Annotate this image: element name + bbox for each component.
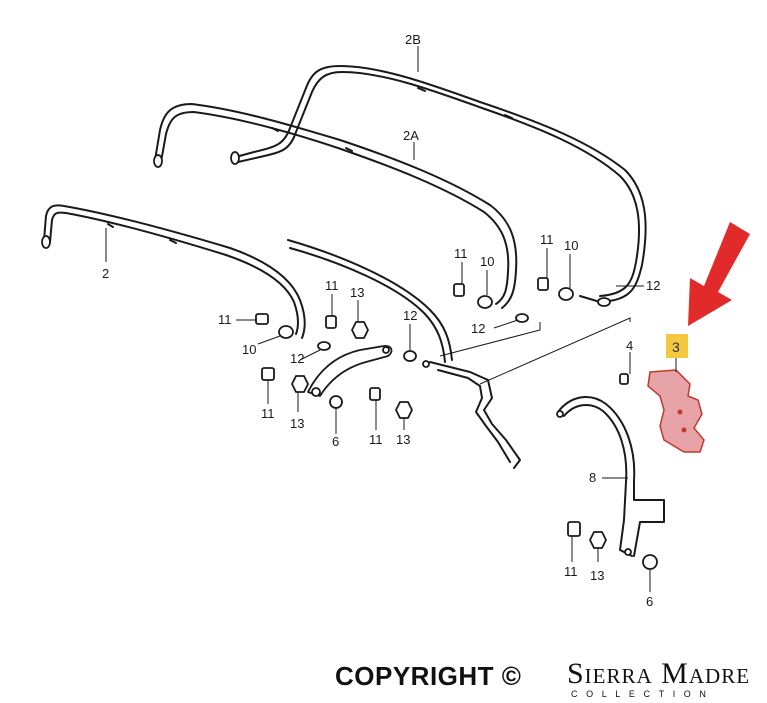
callout-11: 11 <box>218 312 232 327</box>
bow-rear <box>230 65 647 303</box>
callout-4: 4 <box>626 338 633 353</box>
callout-12: 12 <box>646 278 660 293</box>
callout-2: 2 <box>102 266 109 281</box>
bow-front <box>41 204 306 339</box>
callout-11: 11 <box>454 246 468 261</box>
bracket-8 <box>556 396 665 557</box>
callout-10: 10 <box>480 254 494 269</box>
highlighted-part-3 <box>647 369 705 453</box>
brand-logo-text: Sierra Madre <box>567 657 751 690</box>
callout-11: 11 <box>369 432 383 447</box>
callout-8: 8 <box>589 470 596 485</box>
callout-12: 12 <box>290 351 304 366</box>
callout-10: 10 <box>564 238 578 253</box>
linkage-frame <box>287 239 521 469</box>
callout-11: 11 <box>540 232 554 247</box>
callout-10: 10 <box>242 342 256 357</box>
callout-11: 11 <box>325 278 339 293</box>
red-arrow-icon <box>688 222 750 326</box>
callout-2a: 2A <box>403 128 419 143</box>
callout-11: 11 <box>261 406 275 421</box>
brand-logo-subtitle: COLLECTION <box>571 689 715 699</box>
callout-12: 12 <box>403 308 417 323</box>
callout-6: 6 <box>332 434 339 449</box>
callout-13: 13 <box>350 285 364 300</box>
callout-13: 13 <box>590 568 604 583</box>
bow-middle <box>153 103 518 309</box>
copyright-watermark: COPYRIGHT © Sierra Madre COLLECTION <box>335 655 765 700</box>
callout-11: 11 <box>564 564 578 579</box>
callout-3-badge: 3 <box>666 334 688 358</box>
callout-12: 12 <box>471 321 485 336</box>
callout-6: 6 <box>646 594 653 609</box>
copyright-notice: COPYRIGHT © <box>335 661 522 691</box>
callout-labels: 2B 2A 2 11 10 11 10 12 12 11 11 13 10 12… <box>102 32 660 609</box>
callout-3: 3 <box>672 339 680 355</box>
lever-arm <box>307 345 393 397</box>
callout-13: 13 <box>290 416 304 431</box>
callout-2b: 2B <box>405 32 421 47</box>
hardware-set <box>255 277 658 570</box>
callout-13: 13 <box>396 432 410 447</box>
leader-lines <box>105 46 677 592</box>
